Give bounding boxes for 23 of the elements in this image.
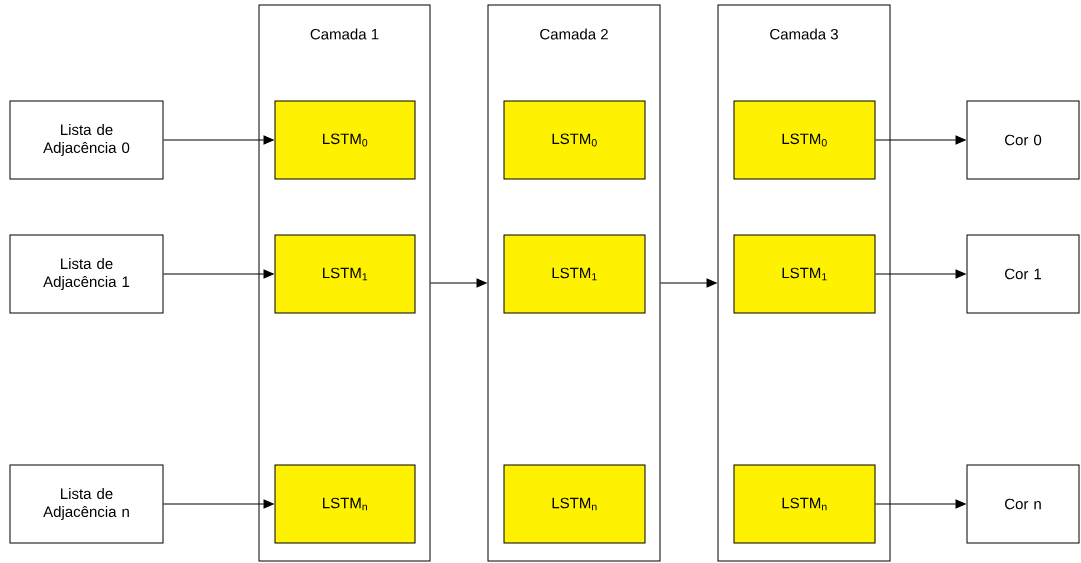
arrow bbox=[430, 278, 487, 288]
output-box: Cor 1 bbox=[966, 234, 1080, 314]
output-box: Cor n bbox=[966, 464, 1080, 544]
lstm-box: LSTM$_{0}$ bbox=[503, 100, 646, 180]
lstm-box: LSTM$_{n}$ bbox=[274, 464, 416, 544]
arrow bbox=[163, 269, 274, 279]
arrow bbox=[163, 135, 274, 145]
arrow bbox=[875, 135, 966, 145]
lstm-box: LSTM$_{0}$ bbox=[733, 100, 876, 180]
lstm-box: LSTM$_{1}$ bbox=[733, 234, 876, 314]
input-box: Lista de Adjacência 1 bbox=[9, 234, 164, 314]
output-box: Cor 0 bbox=[966, 100, 1080, 180]
input-box: Lista de Adjacência 0 bbox=[9, 100, 164, 180]
lstm-box: LSTM$_{n}$ bbox=[503, 464, 646, 544]
lstm-box: LSTM$_{0}$ bbox=[274, 100, 416, 180]
arrow bbox=[875, 499, 966, 509]
arrow bbox=[660, 278, 717, 288]
lstm-box: LSTM$_{1}$ bbox=[503, 234, 646, 314]
input-box: Lista de Adjacência n bbox=[9, 464, 164, 544]
lstm-box: LSTM$_{n}$ bbox=[733, 464, 876, 544]
arrow bbox=[875, 269, 966, 279]
lstm-box: LSTM$_{1}$ bbox=[274, 234, 416, 314]
arrow bbox=[163, 499, 274, 509]
